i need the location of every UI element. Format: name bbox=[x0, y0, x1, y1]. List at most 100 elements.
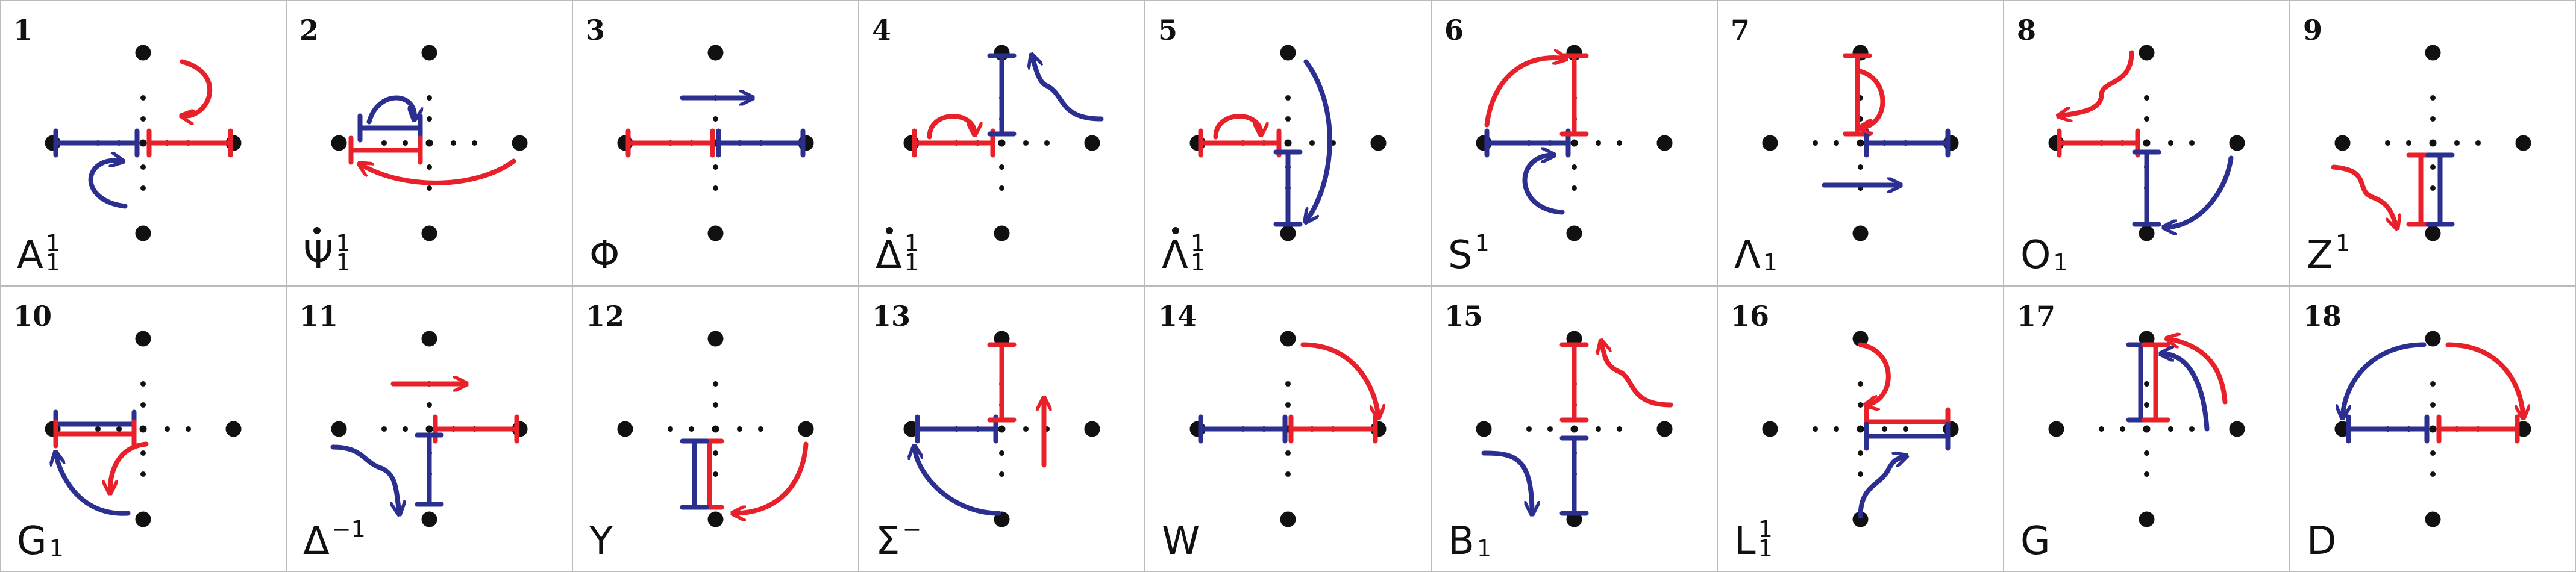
panel-number: 4 bbox=[872, 14, 891, 46]
panel-number: 11 bbox=[299, 300, 338, 332]
bond-diagram bbox=[1476, 45, 1673, 241]
lattice-dot bbox=[1023, 426, 1029, 432]
lattice-node bbox=[331, 135, 347, 151]
lattice-node bbox=[2143, 425, 2151, 433]
bond-diagram bbox=[1189, 45, 1387, 241]
panel-14: 14W bbox=[1158, 300, 1387, 564]
lattice-dot bbox=[1813, 140, 1818, 146]
panel-label-superscript: 1 bbox=[46, 230, 60, 256]
panel-number: 1 bbox=[13, 14, 33, 46]
curved-arrow bbox=[1855, 68, 1885, 128]
curved-arrow bbox=[1481, 450, 1532, 514]
lattice-dot bbox=[1617, 426, 1622, 432]
lattice-dot bbox=[999, 471, 1004, 477]
lattice-dot bbox=[2144, 471, 2149, 477]
panel-label: L bbox=[1734, 519, 1756, 564]
panel-label: Δ bbox=[303, 519, 330, 564]
panel-label: Z bbox=[2307, 233, 2333, 278]
panel-label: G bbox=[17, 519, 47, 564]
lattice-dot bbox=[2168, 426, 2173, 432]
curved-arrow bbox=[1213, 114, 1261, 140]
lattice-dot bbox=[2144, 116, 2149, 122]
lattice-dot bbox=[2430, 381, 2436, 387]
lattice-dot bbox=[2430, 164, 2436, 170]
lattice-dot bbox=[472, 140, 477, 146]
lattice-node bbox=[1280, 45, 1296, 61]
lattice-dot bbox=[1572, 185, 1577, 191]
lattice-dot bbox=[2144, 95, 2149, 101]
panel-number: 2 bbox=[299, 14, 319, 46]
lattice-dot bbox=[1526, 426, 1532, 432]
lattice-dot bbox=[186, 426, 191, 432]
panel-label: S bbox=[1448, 233, 1473, 278]
panel-label-subscript: 1 bbox=[1191, 249, 1205, 276]
panel-number: 14 bbox=[1158, 300, 1197, 332]
lattice-node bbox=[1084, 421, 1100, 437]
lattice-dot bbox=[381, 140, 387, 146]
panel-label-superscript: 1 bbox=[904, 230, 919, 256]
lattice-node bbox=[2425, 331, 2441, 347]
bond-diagram bbox=[1189, 331, 1387, 527]
panel-number: 18 bbox=[2303, 300, 2342, 332]
lattice-node bbox=[798, 421, 814, 437]
lattice-node bbox=[998, 139, 1006, 147]
lattice-node bbox=[2139, 511, 2155, 527]
panel-11: 11Δ−1 bbox=[299, 300, 528, 564]
lattice-dot bbox=[427, 116, 432, 122]
lattice-dot bbox=[1834, 426, 1839, 432]
wavy-arrow bbox=[1032, 56, 1104, 122]
bond-diagram bbox=[1476, 331, 1673, 527]
panel-label: Y bbox=[589, 519, 613, 564]
bond-diagram bbox=[617, 331, 814, 527]
lattice-node bbox=[1084, 135, 1100, 151]
bond-diagram bbox=[45, 45, 242, 241]
lattice-node bbox=[707, 511, 724, 527]
curved-arrow bbox=[734, 441, 809, 514]
panel-label: Λ bbox=[1162, 233, 1188, 278]
panel-number: 5 bbox=[1158, 14, 1177, 46]
lattice-dot bbox=[713, 471, 718, 477]
lattice-node bbox=[1280, 225, 1296, 241]
wavy-arrow bbox=[2331, 164, 2397, 228]
lattice-dot bbox=[2430, 471, 2436, 477]
lattice-dot bbox=[758, 426, 763, 432]
lattice-dot bbox=[2099, 426, 2104, 432]
lattice-dot bbox=[2189, 140, 2195, 146]
lattice-dot bbox=[140, 164, 146, 170]
lattice-dot bbox=[1596, 140, 1601, 146]
lattice-node bbox=[1857, 425, 1864, 433]
lattice-node bbox=[2229, 421, 2245, 437]
curved-arrow bbox=[1522, 155, 1565, 215]
lattice-dot bbox=[2430, 95, 2436, 101]
lattice-node bbox=[1570, 425, 1578, 433]
lattice-dot bbox=[999, 164, 1004, 170]
lattice-node bbox=[225, 421, 242, 437]
lattice-node bbox=[617, 421, 633, 437]
lattice-dot bbox=[2454, 140, 2460, 146]
panel-number: 7 bbox=[1731, 14, 1750, 46]
label-dot bbox=[1172, 227, 1179, 234]
lattice-dot bbox=[140, 381, 146, 387]
lattice-node bbox=[998, 425, 1006, 433]
panel-label-superscript: 1 bbox=[1191, 230, 1205, 256]
curved-arrow bbox=[366, 95, 415, 125]
lattice-dot bbox=[1858, 471, 1863, 477]
lattice-dot bbox=[427, 185, 432, 191]
lattice-dot bbox=[140, 95, 146, 101]
lattice-node bbox=[1852, 45, 1869, 61]
lattice-node bbox=[712, 425, 719, 433]
lattice-node bbox=[1570, 139, 1578, 147]
panel-12: 12Y bbox=[586, 300, 814, 564]
curved-arrow bbox=[360, 158, 516, 185]
lattice-node bbox=[135, 331, 151, 347]
lattice-node bbox=[425, 139, 433, 147]
lattice-node bbox=[2425, 45, 2441, 61]
bond-diagram bbox=[2331, 45, 2531, 241]
